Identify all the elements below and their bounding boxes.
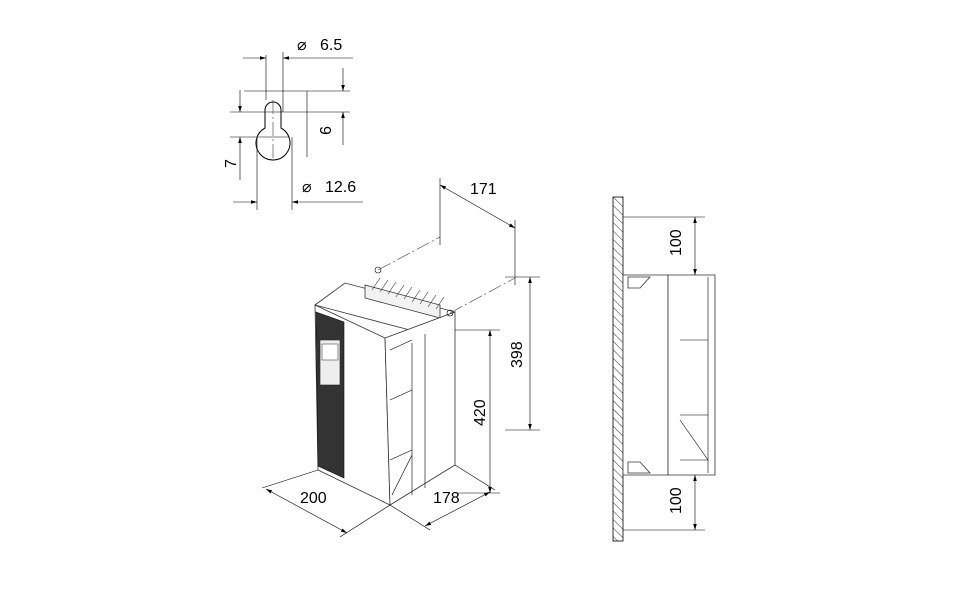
hole-diameter-label: 12.6 — [325, 179, 356, 196]
depth-label: 178 — [433, 490, 460, 507]
diameter-symbol: ⌀ — [302, 179, 312, 196]
height-label: 420 — [472, 399, 489, 426]
mount-width-label: 171 — [470, 181, 497, 198]
clearance-top-label: 100 — [668, 229, 685, 256]
clearance-bottom-label: 100 — [668, 487, 685, 514]
width-label: 200 — [300, 490, 327, 507]
side-view: 100 100 — [612, 196, 716, 542]
isometric-dimensions: 171 398 420 200 178 — [261, 178, 540, 538]
slot-diameter-label: 6.5 — [320, 37, 342, 54]
slot-offset-label: 9 — [316, 126, 333, 135]
mount-height-label: 398 — [509, 341, 526, 368]
diameter-symbol: ⌀ — [297, 37, 307, 54]
keyhole-detail: ⌀ 6.5 9 7 ⌀ 12.6 — [223, 37, 363, 210]
hole-offset-label: 7 — [223, 159, 240, 168]
device-isometric — [314, 266, 456, 506]
